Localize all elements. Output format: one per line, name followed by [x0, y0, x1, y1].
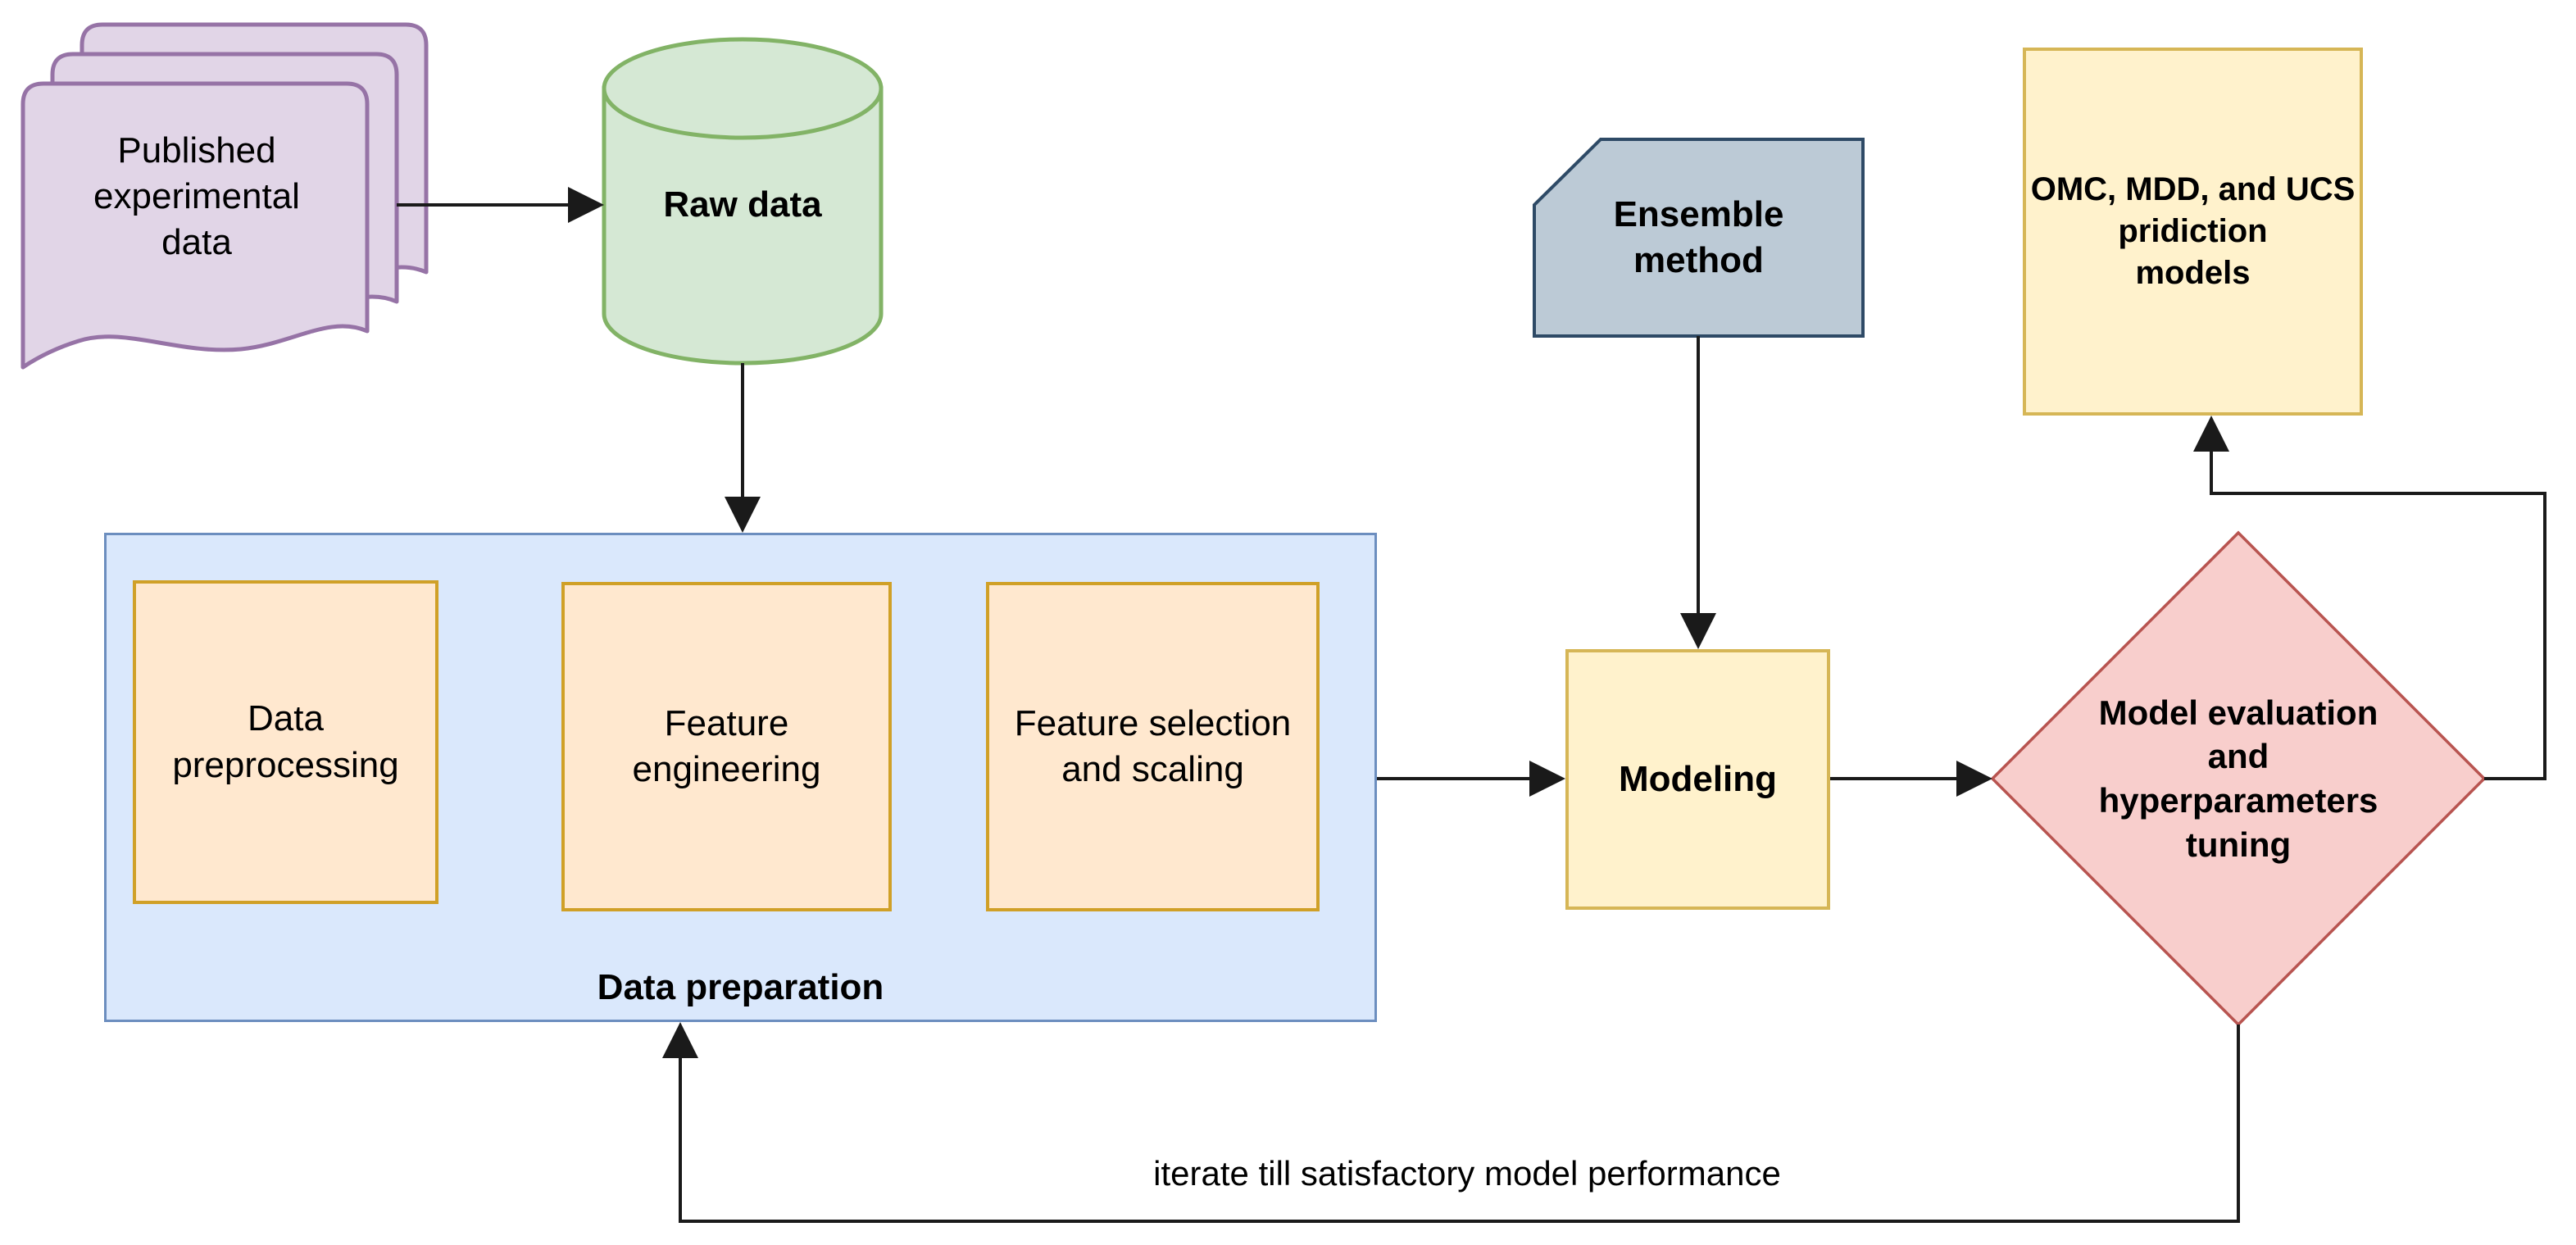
node-modeling: Modeling [1565, 649, 1830, 910]
node-feature-selection-and-scaling: Feature selection and scaling [986, 582, 1320, 911]
node-data-preprocessing: Data preprocessing [133, 580, 438, 904]
group-data-preparation-label: Data preparation [597, 967, 884, 1007]
node-ensemble-method-label: Ensemble method [1613, 193, 1784, 280]
node-prediction-models: OMC, MDD, and UCS pridiction models [2023, 48, 2363, 416]
node-model-evaluation-label: Model evaluation and hyperparameters tun… [2098, 693, 2378, 864]
node-feature-engineering: Feature engineering [561, 582, 892, 911]
node-published-data-label: Published experimental data [93, 129, 300, 263]
cylinder-top [602, 37, 884, 140]
edge-iterate-feedback-label: iterate till satisfactory model performa… [1153, 1154, 1781, 1193]
node-raw-data-label: Raw data [663, 184, 822, 225]
